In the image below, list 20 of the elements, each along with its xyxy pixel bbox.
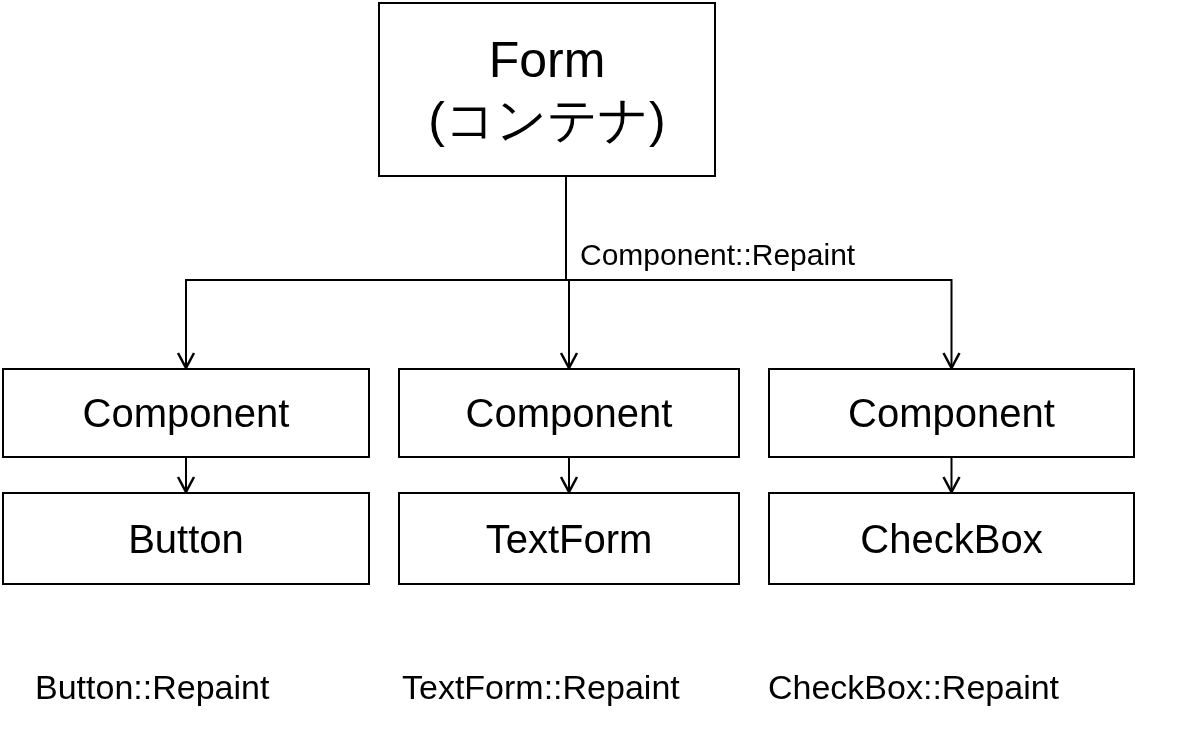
method-label: Button::Repaint xyxy=(35,668,270,707)
container-box xyxy=(378,2,716,177)
box-label: CheckBox xyxy=(860,515,1043,563)
component-box xyxy=(768,368,1135,458)
method-label: CheckBox::Repaint xyxy=(768,668,1060,707)
box-label: Button xyxy=(128,515,244,563)
component-box xyxy=(398,492,740,585)
component-box xyxy=(2,368,370,458)
component-box xyxy=(2,492,370,585)
method-label: TextForm::Repaint xyxy=(402,668,680,707)
box-label: Component xyxy=(465,390,673,437)
box-label: Form (コンテナ) xyxy=(427,30,667,150)
component-box xyxy=(398,368,740,458)
arrow xyxy=(942,457,961,494)
box-label: Component xyxy=(82,390,290,437)
arrow xyxy=(176,457,196,494)
arrow xyxy=(559,457,579,494)
box-label: Component xyxy=(848,390,1055,437)
component-box xyxy=(768,492,1135,585)
box-label: TextForm xyxy=(485,515,653,563)
